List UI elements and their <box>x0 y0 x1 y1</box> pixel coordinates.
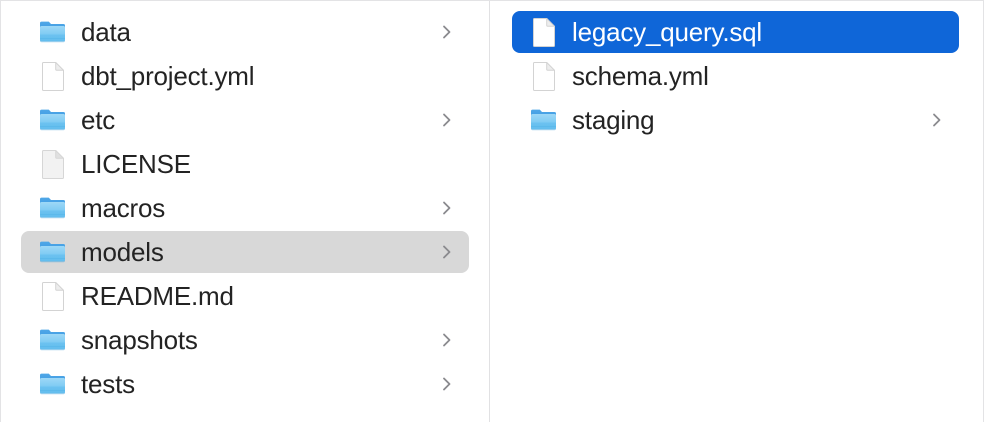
item-label: staging <box>572 105 655 135</box>
folder-row[interactable]: snapshots <box>21 319 469 361</box>
file-row[interactable]: dbt_project.yml <box>21 55 469 97</box>
folder-row[interactable]: tests <box>21 363 469 405</box>
chevron-right-icon[interactable] <box>439 241 455 263</box>
folder-icon <box>39 369 67 399</box>
document-icon <box>39 281 67 311</box>
folder-icon <box>39 105 67 135</box>
chevron-right-icon[interactable] <box>439 197 455 219</box>
item-label: README.md <box>81 281 234 311</box>
item-label: models <box>81 237 164 267</box>
chevron-right-icon[interactable] <box>439 373 455 395</box>
item-label: LICENSE <box>81 149 191 179</box>
chevron-right-icon[interactable] <box>439 21 455 43</box>
folder-icon <box>39 325 67 355</box>
file-row[interactable]: schema.yml <box>512 55 959 97</box>
item-label: data <box>81 17 131 47</box>
folder-icon <box>39 17 67 47</box>
document-plain-icon <box>39 149 67 179</box>
chevron-right-icon[interactable] <box>929 109 945 131</box>
item-label: etc <box>81 105 116 135</box>
document-icon <box>530 17 558 47</box>
item-label: snapshots <box>81 325 198 355</box>
chevron-right-icon[interactable] <box>439 109 455 131</box>
item-label: legacy_query.sql <box>572 17 762 47</box>
folder-icon <box>530 105 558 135</box>
folder-row[interactable]: etc <box>21 99 469 141</box>
folder-row[interactable]: staging <box>512 99 959 141</box>
document-icon <box>530 61 558 91</box>
file-row[interactable]: README.md <box>21 275 469 317</box>
item-label: schema.yml <box>572 61 709 91</box>
file-row[interactable]: legacy_query.sql <box>512 11 959 53</box>
folder-row[interactable]: models <box>21 231 469 273</box>
document-icon <box>39 61 67 91</box>
item-label: tests <box>81 369 135 399</box>
folder-icon <box>39 193 67 223</box>
folder-row[interactable]: macros <box>21 187 469 229</box>
file-column-child[interactable]: legacy_query.sql schema.yml staging <box>490 1 984 422</box>
item-label: dbt_project.yml <box>81 61 255 91</box>
item-label: macros <box>81 193 166 223</box>
chevron-right-icon[interactable] <box>439 329 455 351</box>
folder-row[interactable]: data <box>21 11 469 53</box>
folder-icon <box>39 237 67 267</box>
file-row[interactable]: LICENSE <box>21 143 469 185</box>
